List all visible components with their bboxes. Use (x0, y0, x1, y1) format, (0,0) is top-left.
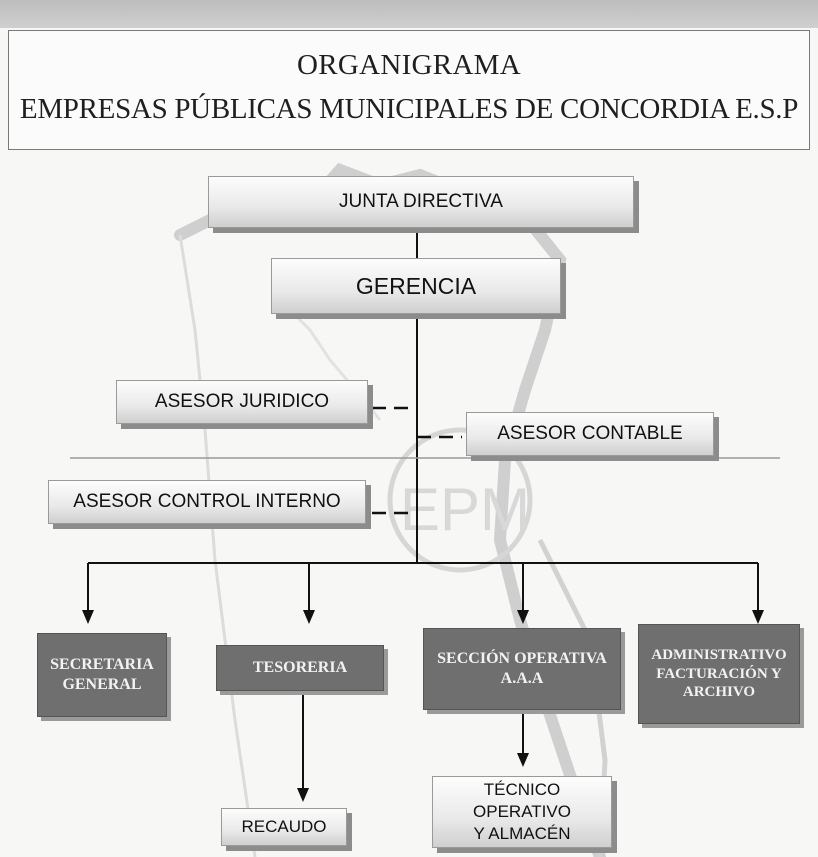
administrativo-line1: ADMINISTRATIVO (651, 646, 787, 663)
top-band (0, 0, 818, 28)
asesor-control-interno-label: ASESOR CONTROL INTERNO (73, 491, 341, 512)
gerencia-label: GERENCIA (355, 272, 477, 299)
recaudo-box: RECAUDO (221, 808, 347, 846)
junta-directiva-box: JUNTA DIRECTIVA (208, 176, 634, 228)
gerencia-box: GERENCIA (271, 258, 561, 314)
seccion-operativa-line2: A.A.A (500, 670, 544, 687)
secretaria-line1: SECRETARIA (50, 656, 154, 673)
secretaria-general-box: SECRETARIA GENERAL (37, 633, 167, 717)
asesor-juridico-box: ASESOR JURIDICO (116, 380, 368, 424)
watermark-text: EPM (400, 476, 530, 543)
administrativo-box: ADMINISTRATIVO FACTURACIÓN Y ARCHIVO (638, 624, 800, 724)
tecnico-line2: Y ALMACÉN (473, 824, 571, 844)
tesoreria-label: TESORERIA (252, 659, 348, 676)
tecnico-line1: TÉCNICO OPERATIVO (473, 779, 571, 821)
title-box: ORGANIGRAMA EMPRESAS PÚBLICAS MUNICIPALE… (8, 30, 810, 150)
asesor-contable-label: ASESOR CONTABLE (497, 423, 683, 444)
diagram-subtitle: EMPRESAS PÚBLICAS MUNICIPALES DE CONCORD… (19, 93, 799, 125)
asesor-contable-box: ASESOR CONTABLE (466, 412, 714, 456)
junta-directiva-label: JUNTA DIRECTIVA (339, 191, 503, 212)
administrativo-line3: ARCHIVO (682, 684, 756, 701)
asesor-juridico-label: ASESOR JURIDICO (154, 391, 330, 412)
asesor-control-interno-box: ASESOR CONTROL INTERNO (48, 480, 366, 524)
diagram-title: ORGANIGRAMA (296, 49, 522, 81)
administrativo-line2: FACTURACIÓN Y (656, 665, 782, 682)
tecnico-operativo-box: TÉCNICO OPERATIVO Y ALMACÉN (432, 776, 612, 848)
seccion-operativa-line1: SECCIÓN OPERATIVA (437, 650, 607, 667)
tesoreria-box: TESORERIA (216, 645, 384, 691)
secretaria-line2: GENERAL (62, 676, 142, 693)
recaudo-label: RECAUDO (241, 817, 327, 836)
seccion-operativa-box: SECCIÓN OPERATIVA A.A.A (423, 628, 621, 710)
